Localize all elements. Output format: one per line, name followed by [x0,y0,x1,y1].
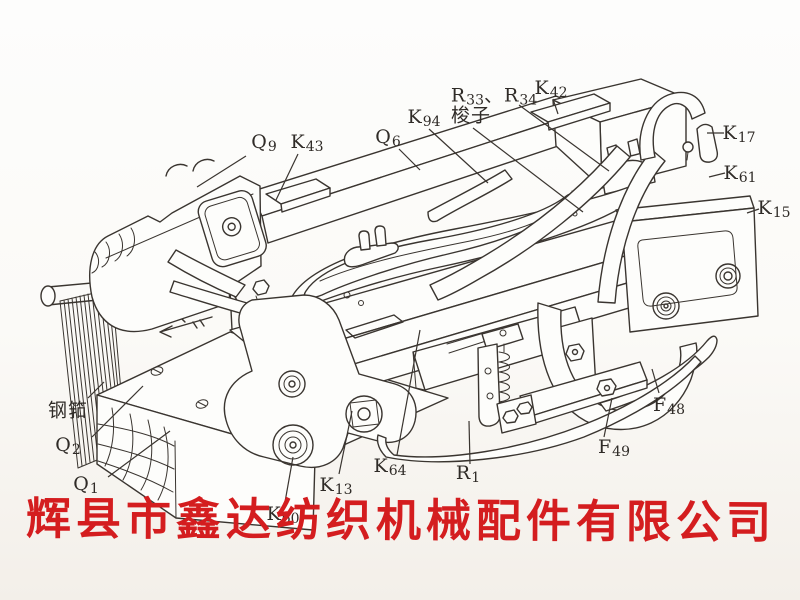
leader-line-K42 [552,98,559,115]
spring-assembly [477,317,597,430]
leader-line-K94 [428,128,489,184]
part-label-K13: K13 [319,474,353,498]
leader-line-F49 [603,397,613,438]
part-label-K61: K61 [723,162,757,186]
k43-plate [265,178,331,213]
linkage-plate [167,249,417,468]
part-label-Q6: Q6 [375,126,401,150]
part-label-K60: K60 [266,503,300,527]
leader-line-K60 [284,456,294,503]
part-label-梭子: 梭子 [450,104,492,127]
leader-line-R1 [468,420,471,465]
part-label-R1: R1 [455,462,481,486]
part-label-K64: K64 [373,455,407,479]
part-label-F48: F48 [652,394,686,418]
part-label-K43: K43 [290,131,324,155]
leader-line-K13 [338,410,353,475]
company-banner: 辉县市鑫达纺织机械配件有限公司 [25,493,777,548]
part-label-钢筘: 钢筘 [47,399,89,422]
leader-line-F48 [651,368,660,394]
leader-line-K43 [275,153,299,201]
part-label-F49: F49 [597,436,631,460]
k42-plate [530,93,611,131]
picker-arm [429,145,631,301]
leader-line-R33、R34 [518,104,610,172]
part-label-R33、R34: R33、R34 [450,84,538,109]
reed-and-rod [40,278,139,469]
leader-line-K61 [708,172,726,178]
leader-line-Q1 [107,430,171,478]
leader-line-Q9 [196,155,247,188]
part-label-Q1: Q1 [73,473,99,497]
leader-line-K64 [396,329,421,456]
leader-line-Q2 [91,385,144,438]
buffer-rails [376,302,718,463]
part-label-K94: K94 [407,106,441,130]
leader-line-梭子 [472,127,584,213]
part-label-Q2: Q2 [55,434,81,458]
leader-line-钢筘 [87,381,105,399]
part-label-K17: K17 [722,122,756,146]
k94-strip [427,169,513,223]
part-label-Q9: Q9 [251,131,277,155]
leader-line-Q6 [398,148,421,171]
part-label-K15: K15 [757,197,791,221]
part-label-K42: K42 [534,77,568,101]
picking-arm-k61 [597,91,719,304]
leader-line-K15 [746,208,760,214]
